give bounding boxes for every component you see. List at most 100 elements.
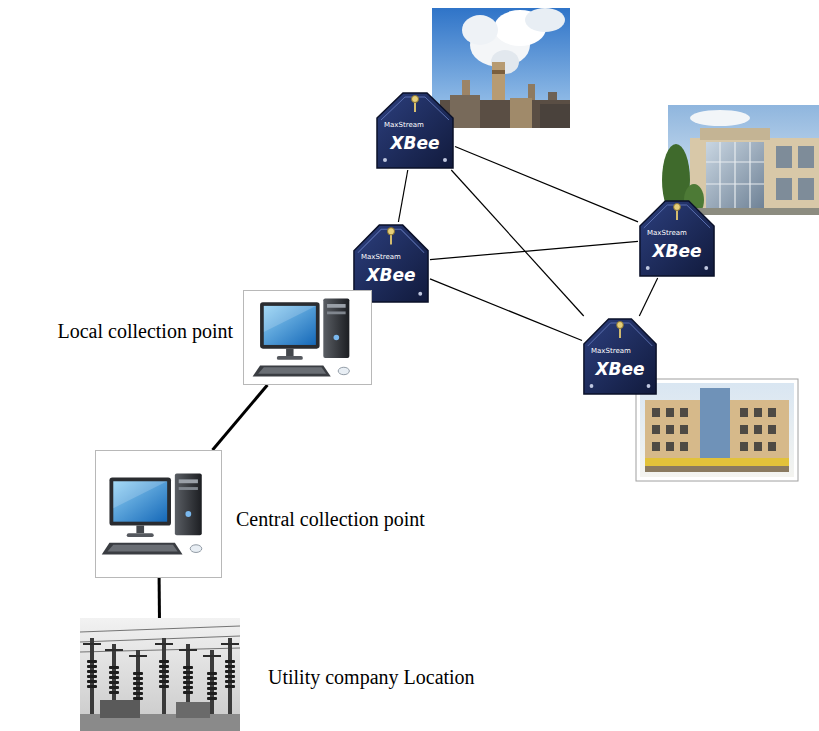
- illustration-part: [133, 692, 143, 695]
- computer-box: Central collection point: [95, 450, 222, 578]
- illustration-part: [525, 8, 565, 32]
- illustration-part: [253, 365, 331, 376]
- illustration-part: [740, 442, 748, 451]
- xbee-module: MaxStreamXBee: [638, 198, 716, 278]
- illustration-part: [183, 666, 193, 669]
- illustration-part: [159, 670, 169, 673]
- illustration-part: [584, 319, 656, 394]
- illustration-part: [225, 665, 235, 668]
- illustration-part: [700, 128, 770, 140]
- module-logo: XBee: [638, 241, 716, 261]
- illustration-part: [798, 178, 814, 200]
- illustration-part: [133, 687, 143, 690]
- illustration-part: [768, 425, 776, 434]
- illustration-part: [666, 408, 674, 417]
- illustration-part: [680, 408, 688, 417]
- computer-box: Local collection point: [243, 290, 372, 385]
- illustration-part: [87, 680, 97, 683]
- illustration-part: [203, 655, 221, 657]
- illustration-part: [80, 618, 240, 731]
- illustration-part: [190, 545, 202, 553]
- illustration-part: [450, 95, 480, 128]
- illustration-part: [652, 425, 660, 434]
- illustration-part: [260, 302, 320, 349]
- illustration-part: [510, 98, 532, 128]
- location-label: Utility company Location: [268, 666, 475, 689]
- illustration-part: [100, 700, 140, 718]
- illustration-part: [136, 526, 144, 534]
- illustration-part: [87, 685, 97, 688]
- illustration-part: [652, 408, 776, 451]
- illustration-part: [159, 680, 169, 683]
- illustration-part: [706, 142, 764, 208]
- illustration-part: [645, 458, 789, 466]
- illustration-part: [327, 311, 346, 314]
- illustration-part: [109, 681, 119, 684]
- illustration-part: [109, 666, 119, 669]
- illustration-part: [221, 643, 239, 645]
- illustration-part: [80, 648, 240, 652]
- illustration-part: [159, 685, 169, 688]
- illustration-part: [666, 442, 674, 451]
- illustration-part: [207, 672, 217, 675]
- illustration-part: [668, 105, 819, 215]
- illustration-part: [109, 691, 119, 694]
- illustration-part: [590, 384, 594, 388]
- illustration-part: [176, 702, 210, 718]
- illustration-part: [83, 643, 101, 645]
- illustration-part: [719, 142, 720, 208]
- illustration-part: [105, 649, 123, 651]
- illustration-part: [87, 660, 97, 663]
- illustration-part: [617, 322, 624, 329]
- illustration-part: [706, 183, 764, 184]
- illustration-part: [264, 306, 316, 332]
- illustration-part: [754, 425, 762, 434]
- illustration-part: [540, 104, 570, 128]
- illustration-part: [183, 671, 193, 674]
- illustration-part: [207, 677, 217, 680]
- illustration-part: [264, 306, 316, 345]
- illustration-part: [179, 649, 197, 651]
- illustration-part: [674, 204, 681, 211]
- illustration-part: [87, 670, 97, 673]
- brand-text: MaxStream: [591, 347, 631, 355]
- brand-text: MaxStream: [647, 229, 687, 237]
- location-label: Local collection point: [58, 320, 234, 343]
- illustration-part: [706, 161, 764, 162]
- illustration-part: [225, 685, 235, 688]
- illustration-part: [87, 675, 97, 678]
- module-logo: XBee: [582, 359, 658, 379]
- link-line: [430, 241, 638, 259]
- illustration-part: [155, 643, 173, 645]
- illustration-part: [80, 626, 240, 652]
- illustration-part: [108, 545, 178, 552]
- illustration-part: [183, 691, 193, 694]
- illustration-part: [96, 451, 221, 577]
- illustration-part: [652, 442, 660, 451]
- illustration-part: [383, 158, 387, 162]
- module-logo: XBee: [375, 133, 455, 153]
- illustration-part: [734, 142, 735, 208]
- illustration-part: [334, 335, 340, 341]
- illustration-part: [462, 15, 498, 45]
- illustration-part: [652, 408, 660, 417]
- illustration-part: [183, 676, 193, 679]
- illustration-part: [704, 266, 708, 270]
- illustration-part: [740, 425, 748, 434]
- xbee-module: MaxStreamXBee: [375, 90, 455, 170]
- illustration-part: [185, 511, 191, 517]
- illustration-part: [680, 442, 688, 451]
- location-label: Central collection point: [236, 508, 425, 531]
- illustration-part: [636, 379, 798, 481]
- link-line: [430, 279, 582, 341]
- illustration-part: [133, 677, 143, 680]
- illustration-part: [80, 626, 240, 632]
- illustration-part: [80, 618, 240, 731]
- illustration-part: [706, 142, 764, 208]
- illustration-part: [109, 477, 171, 525]
- illustration-part: [418, 292, 422, 296]
- brand-text: MaxStream: [384, 121, 424, 129]
- link-line: [158, 578, 161, 618]
- substation-photo: Utility company Location: [80, 618, 240, 731]
